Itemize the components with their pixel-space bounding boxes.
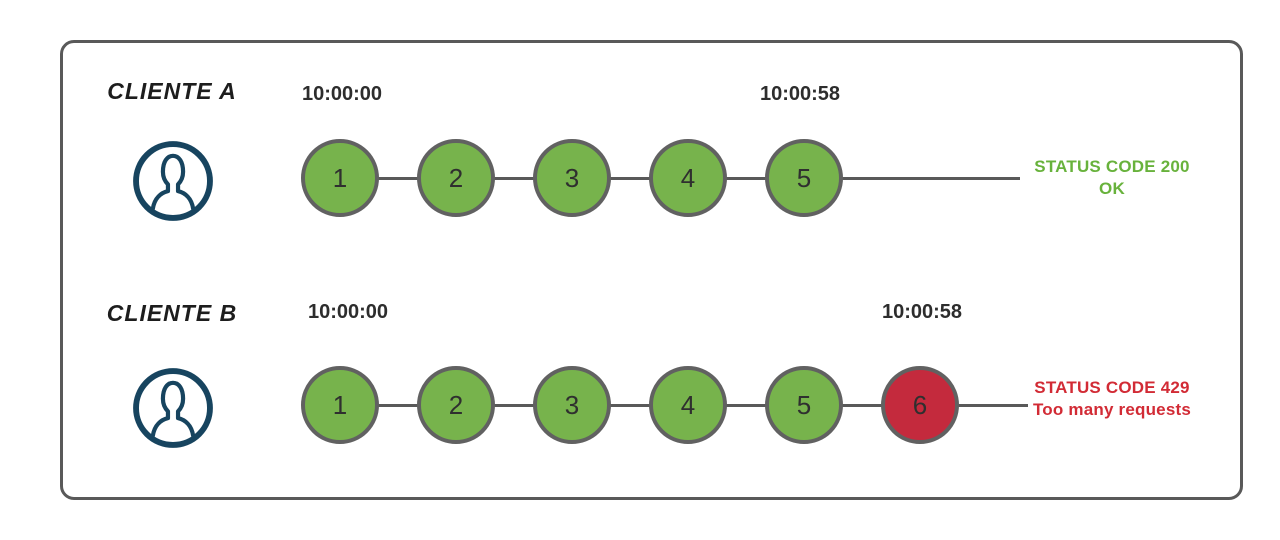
request-circle-a1: 1 [301, 139, 379, 217]
status-message-b: Too many requests [1032, 400, 1191, 419]
request-circle-b1: 1 [301, 366, 379, 444]
request-circle-b4: 4 [649, 366, 727, 444]
request-circle-b3: 3 [533, 366, 611, 444]
end-timestamp-a: 10:00:58 [759, 83, 841, 105]
start-timestamp-a: 10:00:00 [301, 83, 383, 105]
status-message-a: OK [1099, 179, 1125, 198]
request-circle-a4: 4 [649, 139, 727, 217]
start-timestamp-b: 10:00:00 [307, 301, 389, 323]
request-circle-b2: 2 [417, 366, 495, 444]
request-circle-b5: 5 [765, 366, 843, 444]
status-code-a: STATUS CODE 200 [1034, 157, 1190, 176]
request-circle-a3: 3 [533, 139, 611, 217]
request-circle-b6-blocked: 6 [881, 366, 959, 444]
client-b-label: CLIENTE B [106, 300, 238, 326]
status-text-b: STATUS CODE 429 Too many requests [1022, 377, 1202, 421]
request-circle-a2: 2 [417, 139, 495, 217]
diagram-frame [60, 40, 1243, 500]
request-circle-a5: 5 [765, 139, 843, 217]
client-a-label: CLIENTE A [107, 78, 237, 104]
user-avatar-icon [131, 139, 215, 223]
status-code-b: STATUS CODE 429 [1034, 378, 1190, 397]
end-timestamp-b: 10:00:58 [881, 301, 963, 323]
status-text-a: STATUS CODE 200 OK [1022, 156, 1202, 200]
user-avatar-icon [131, 366, 215, 450]
